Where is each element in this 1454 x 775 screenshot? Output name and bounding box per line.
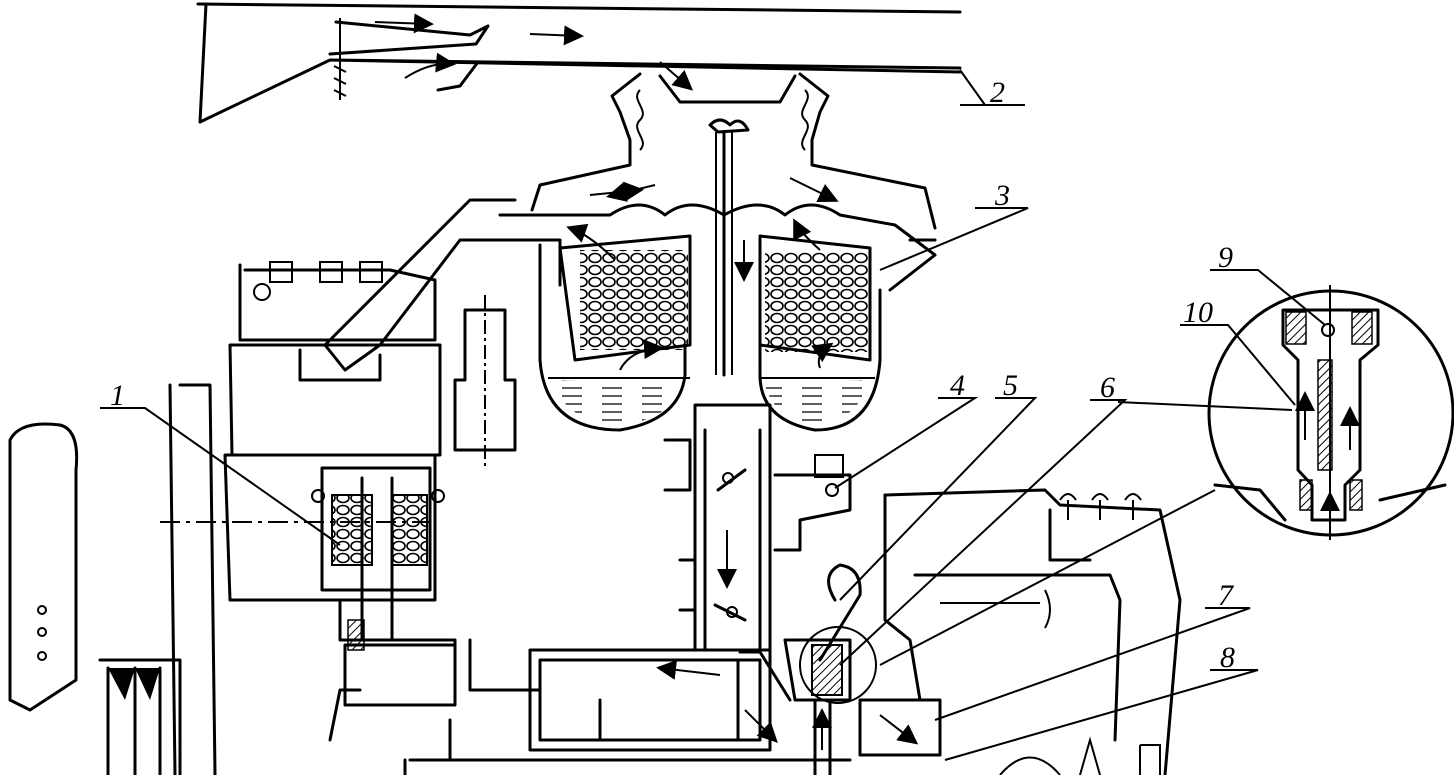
callout-7: 7 xyxy=(1218,579,1235,612)
callout-4: 4 xyxy=(950,369,965,402)
engine-block xyxy=(868,488,1182,775)
intake-duct xyxy=(196,2,962,124)
pressure-sensor xyxy=(773,454,852,552)
callout-5: 5 xyxy=(1003,369,1018,402)
pulley-belt xyxy=(8,383,217,775)
outlet-pipe xyxy=(298,198,517,382)
callout-10: 10 xyxy=(1183,296,1213,329)
callout-6: 6 xyxy=(1100,371,1115,404)
callout-labels: 1 2 3 4 5 6 7 8 9 10 xyxy=(110,76,1235,674)
callout-9: 9 xyxy=(1218,241,1233,274)
leader-lines xyxy=(100,69,1326,761)
compressor xyxy=(160,261,457,707)
valve-assembly xyxy=(783,563,877,775)
manifold xyxy=(328,638,942,775)
detail-view xyxy=(1207,285,1454,540)
valve-cylinder xyxy=(453,295,517,468)
callout-3: 3 xyxy=(994,179,1010,212)
callout-2: 2 xyxy=(990,76,1005,109)
callout-8: 8 xyxy=(1220,641,1235,674)
callout-1: 1 xyxy=(110,379,125,412)
air-pipe xyxy=(663,403,772,652)
air-cleaner xyxy=(498,72,937,432)
